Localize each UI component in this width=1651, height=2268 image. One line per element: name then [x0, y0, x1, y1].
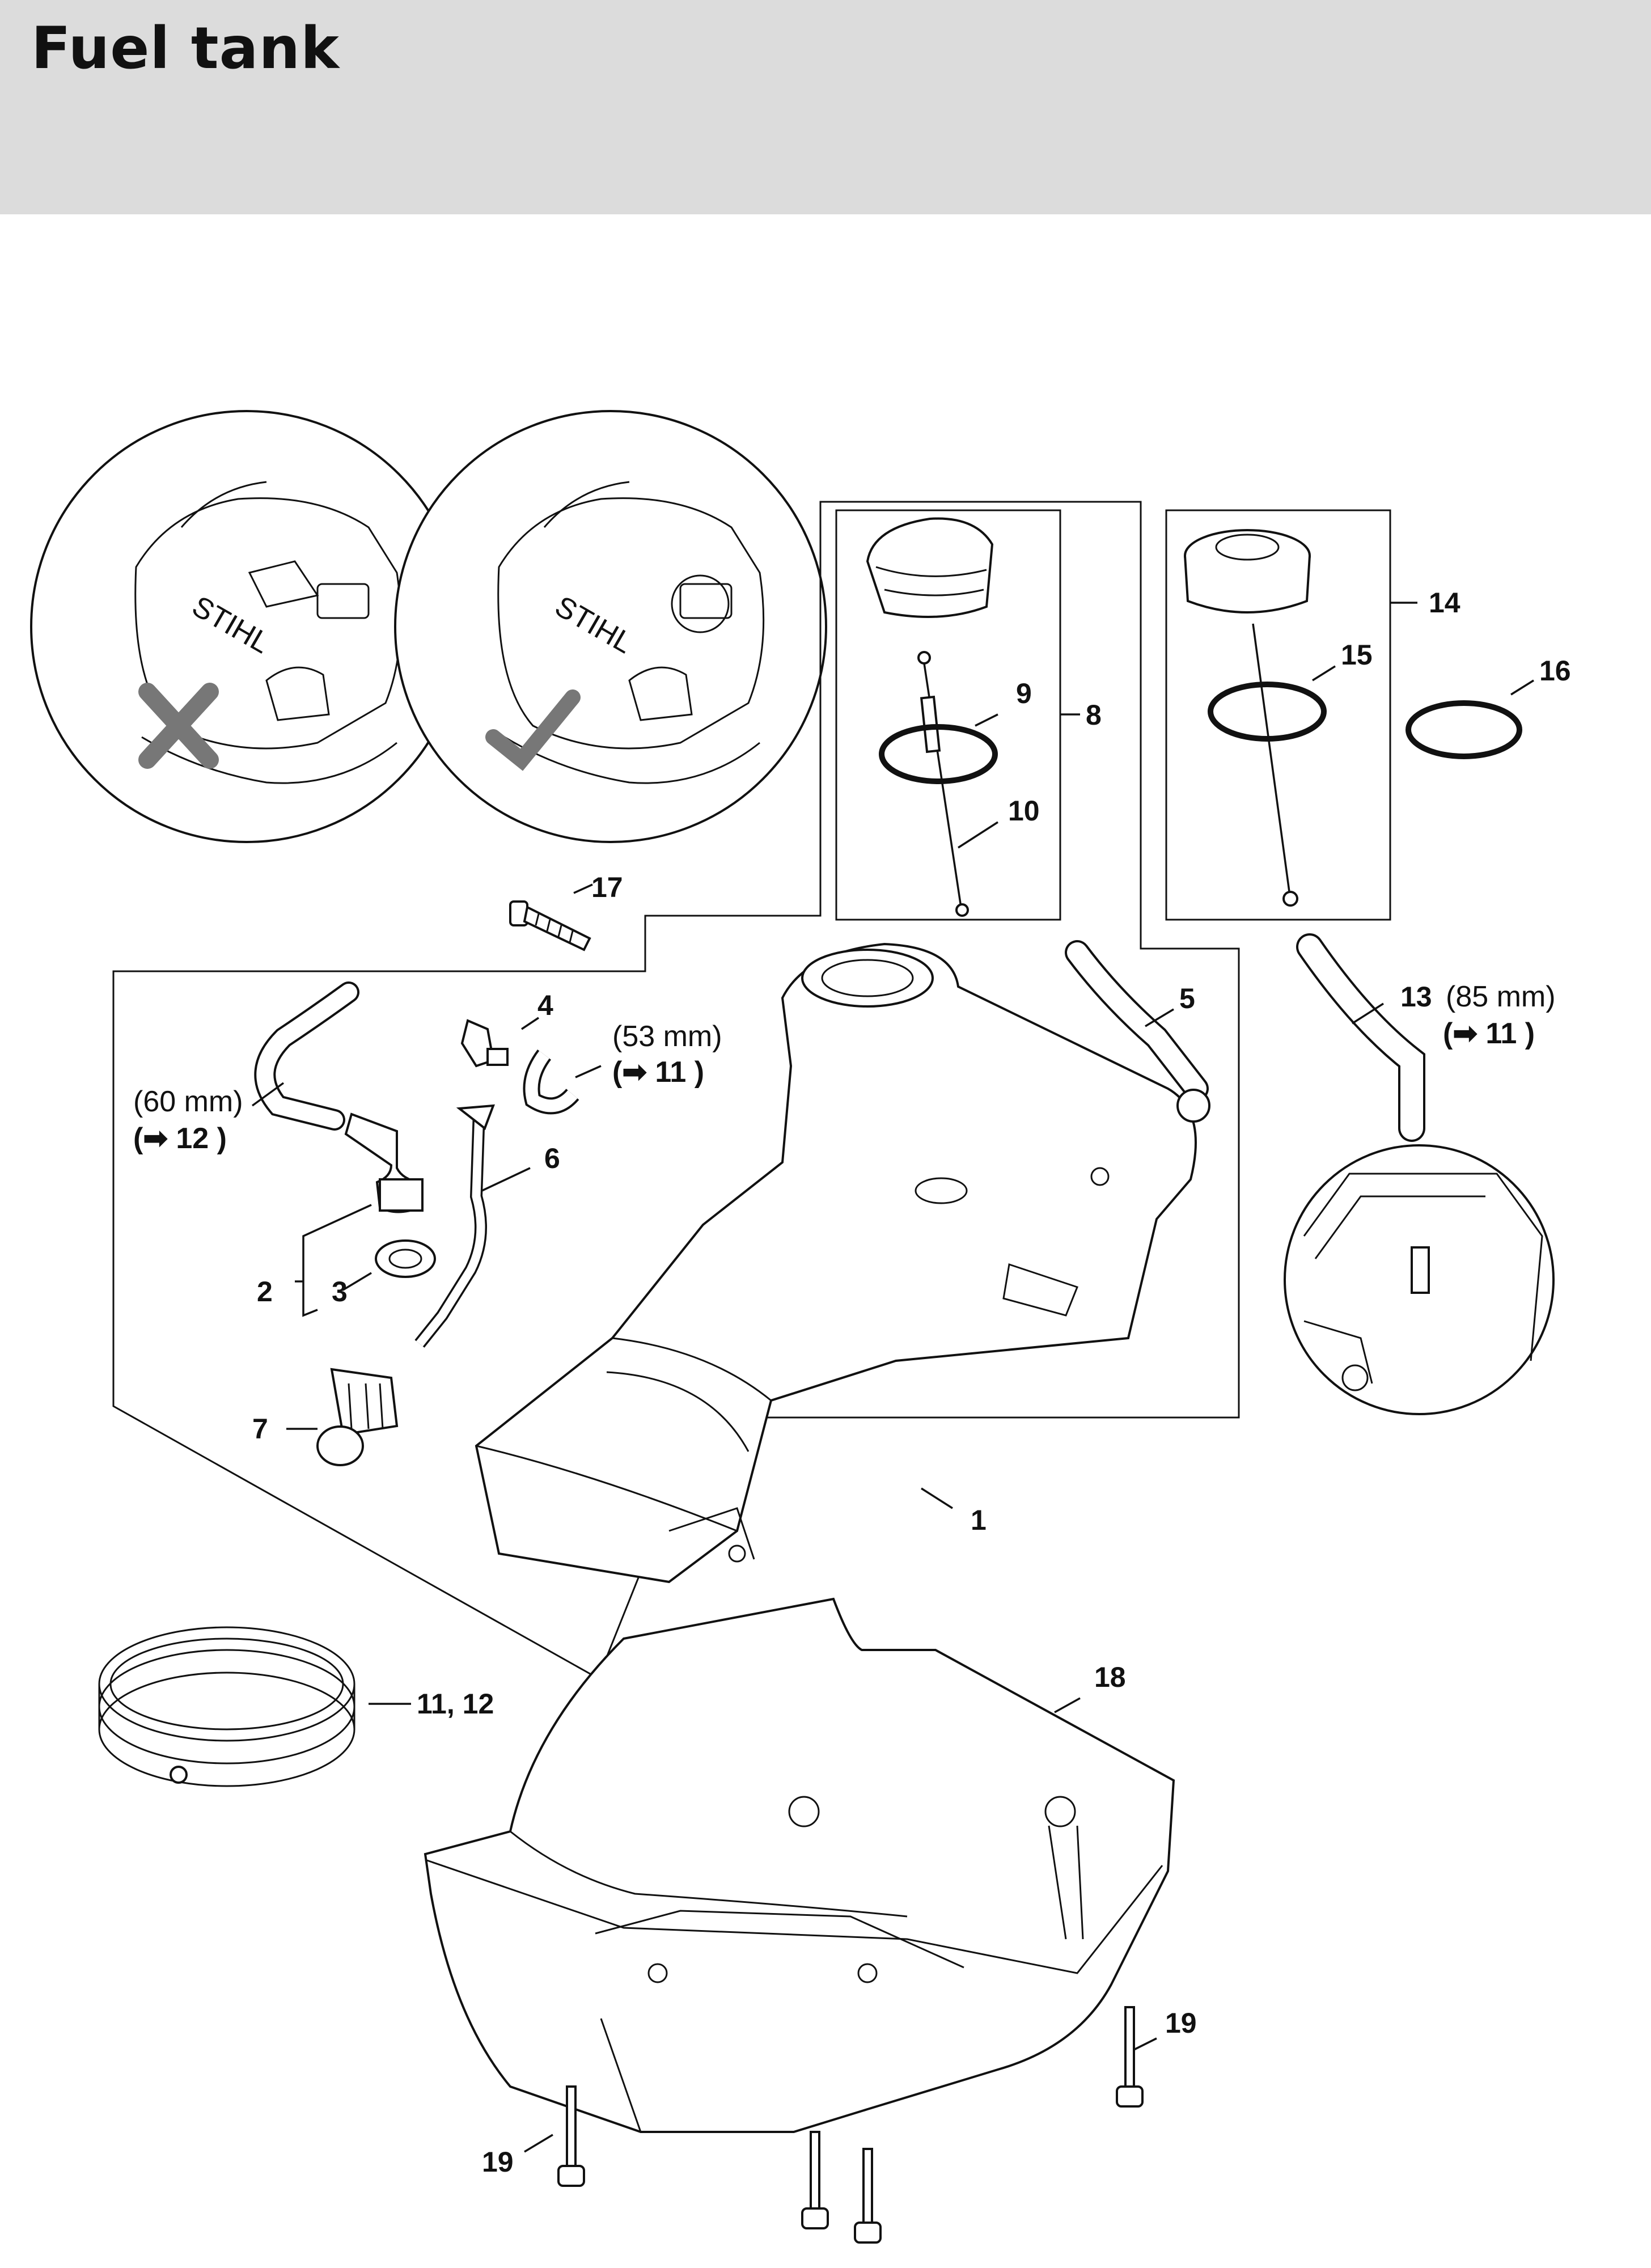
leader-lines [251, 602, 1534, 2153]
detail-wrong-orientation: STIHL [30, 410, 463, 843]
fuel-tank-1 [475, 942, 1197, 1584]
callout-19-right: 19 [1165, 2007, 1197, 2039]
fuel-pickup-7 [316, 1368, 399, 1466]
callout-7: 7 [252, 1413, 268, 1445]
callout-18: 18 [1094, 1661, 1126, 1693]
screws-19 [557, 2006, 1144, 2244]
page-header: Fuel tank [0, 0, 1651, 214]
callout-hose-53: (53 mm) [612, 1020, 722, 1053]
o-ring-16 [1406, 700, 1522, 759]
callout-2: 2 [257, 1276, 273, 1308]
callout-3: 3 [332, 1276, 348, 1308]
page-title: Fuel tank [31, 15, 340, 82]
callout-10: 10 [1008, 795, 1040, 827]
callout-8: 8 [1086, 699, 1102, 731]
wrong-cross-icon [138, 683, 219, 769]
correct-check-icon [485, 689, 581, 771]
callout-19-left: 19 [482, 2146, 514, 2178]
callout-6: 6 [544, 1143, 560, 1174]
valve-2 [344, 1112, 424, 1213]
callout-hose-53-ref: (➡ 11 ) [612, 1056, 704, 1089]
callout-5: 5 [1179, 983, 1195, 1014]
callout-9: 9 [1016, 678, 1032, 709]
screw-17 [509, 900, 591, 951]
callout-13-length: (85 mm) [1446, 980, 1556, 1013]
callout-hose-60-ref: (➡ 12 ) [133, 1122, 227, 1155]
callout-13-ref: (➡ 11 ) [1443, 1017, 1535, 1050]
callout-1: 1 [971, 1504, 987, 1536]
seal-3 [375, 1239, 436, 1278]
elbow-fitting-4 [460, 1019, 509, 1068]
fuel-cap-14-box [1165, 509, 1391, 921]
callout-hose-60: (60 mm) [133, 1085, 243, 1118]
callout-16: 16 [1539, 655, 1571, 687]
callout-17: 17 [591, 871, 623, 903]
callout-13: 13 [1400, 981, 1432, 1013]
detail-hose-routing [1284, 1144, 1555, 1415]
callout-4: 4 [537, 989, 553, 1021]
fuel-cap-box [835, 509, 1061, 921]
housing-18 [424, 1597, 1175, 2133]
hose-coil-11-12 [98, 1626, 355, 1787]
callout-14: 14 [1429, 587, 1460, 619]
callout-11-12: 11, 12 [417, 1688, 494, 1720]
callout-15: 15 [1341, 639, 1373, 671]
detail-correct-orientation: STIHL [394, 410, 827, 843]
